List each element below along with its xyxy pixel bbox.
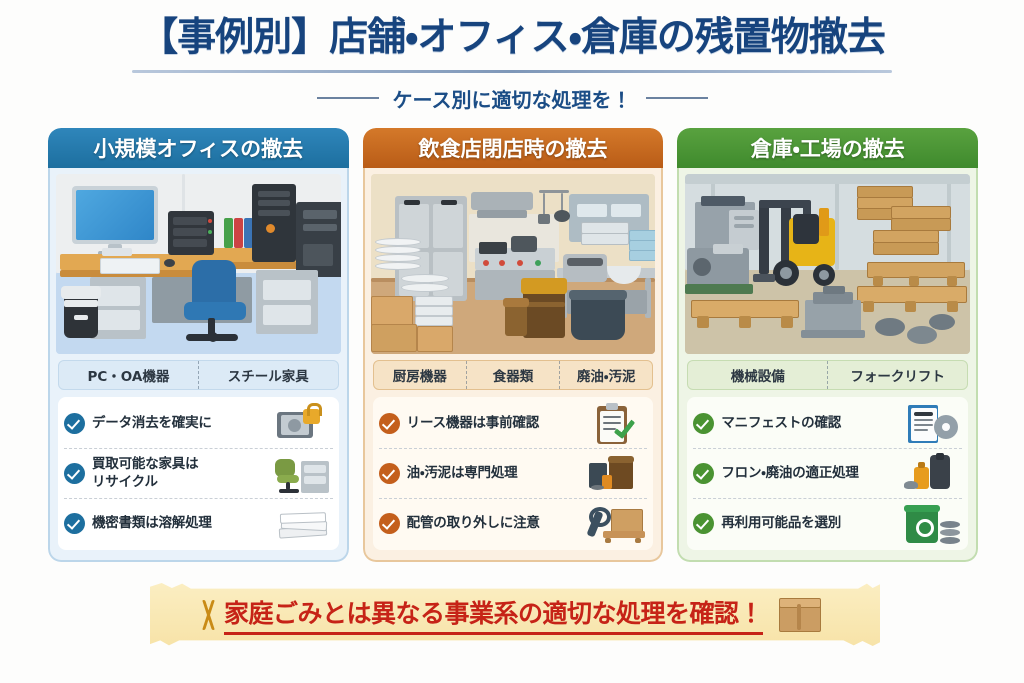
tag-item: スチール家具: [197, 361, 338, 389]
check-circle-icon: [378, 463, 400, 484]
check-circle-icon: [693, 413, 715, 434]
check-circle-icon: [693, 513, 715, 534]
check-label: データ消去を確実に: [92, 414, 212, 431]
check-item: フロン・廃油の適正処理: [693, 448, 963, 498]
tag-row-warehouse-factory: 機械設備 フォークリフト: [687, 360, 969, 390]
check-label: 配管の取り外しに注意: [406, 514, 540, 531]
cardboard-box-icon: [777, 596, 823, 634]
subtitle-line-right: [645, 97, 708, 100]
recycle-bin-icon: [904, 503, 962, 545]
tag-item: 厨房機器: [392, 369, 447, 385]
page-title: 【事例別】店舗・オフィス・倉庫の残置物撤去: [139, 15, 886, 60]
oil-bottles-icon: [904, 452, 962, 495]
check-circle-icon: [378, 513, 400, 534]
title-block: 【事例別】店舗・オフィス・倉庫の残置物撤去 ケース別に適切な処理を！: [0, 15, 1024, 113]
office-chair-cabinet-icon: [274, 453, 333, 495]
check-item: リース機器は事前確認: [378, 399, 648, 448]
checklist-warehouse-factory: マニフェストの確認: [687, 397, 969, 550]
panel-small-office: 小規模オフィスの撤去: [48, 128, 349, 562]
check-circle-icon: [64, 463, 85, 484]
check-label: 油・汚泥は専門処理: [406, 464, 518, 481]
checklist-small-office: データ消去を確実に 買取可能な家具は リサイクル: [58, 397, 339, 550]
check-item: マニフェストの確認: [693, 399, 962, 448]
check-label: リース機器は事前確認: [406, 414, 540, 431]
panel-header-small-office: 小規模オフィスの撤去: [48, 128, 349, 168]
banner-content: 家庭ごみとは異なる事業系の適切な処理を確認！: [202, 594, 823, 635]
tag-item: フォークリフト: [827, 361, 967, 389]
oil-drums-icon: [589, 453, 647, 495]
check-item: データ消去を確実に: [64, 399, 333, 448]
panel-heading-label: 飲食店閉店時の撤去: [418, 137, 608, 161]
check-circle-icon: [693, 463, 715, 484]
document-gear-icon: [904, 403, 962, 445]
tag-item: 廃油・汚泥: [559, 361, 652, 389]
illustration-warehouse: [685, 174, 971, 354]
subtitle-row: ケース別に適切な処理を！: [0, 84, 1024, 113]
check-item: 再利用可能品を選別: [693, 498, 963, 548]
panel-heading-label: 倉庫・工場の撤去: [750, 137, 905, 161]
tag-item: 機械設備: [730, 369, 785, 385]
title-divider: [132, 69, 892, 73]
subtitle-line-left: [316, 97, 379, 100]
check-label: フロン・廃油の適正処理: [721, 464, 859, 481]
panel-warehouse-factory: 倉庫・工場の撤去: [677, 128, 979, 562]
check-circle-icon: [378, 413, 400, 434]
panel-body-warehouse-factory: 機械設備 フォークリフト マニフェストの確認: [677, 168, 979, 562]
tag-row-small-office: PC・OA機器 スチール家具: [58, 360, 339, 390]
check-item: 油・汚泥は専門処理: [378, 448, 648, 498]
tag-item: 食器類: [465, 361, 559, 389]
page-subtitle: ケース別に適切な処理を！: [392, 87, 632, 112]
panel-body-restaurant-closing: 厨房機器 食器類 廃油・汚泥 リース機器は事前確認: [362, 168, 664, 562]
check-circle-icon: [64, 513, 85, 534]
paper-stack-icon: [275, 503, 333, 545]
panel-header-warehouse-factory: 倉庫・工場の撤去: [677, 128, 979, 168]
hard-disk-lock-icon: [275, 402, 333, 445]
check-label: 買取可能な家具は リサイクル: [92, 456, 199, 490]
tag-row-restaurant-closing: 厨房機器 食器類 廃油・汚泥: [372, 360, 654, 390]
illustration-kitchen: [370, 174, 656, 354]
panel-body-small-office: PC・OA機器 スチール家具 データ消去を確実に: [48, 168, 349, 562]
check-circle-icon: [64, 413, 85, 434]
panel-heading-label: 小規模オフィスの撤去: [93, 137, 304, 161]
check-label: マニフェストの確認: [721, 414, 842, 431]
panel-header-restaurant-closing: 飲食店閉店時の撤去: [362, 128, 664, 168]
clipboard-check-icon: [589, 402, 647, 445]
illustration-office: [56, 174, 341, 354]
panel-restaurant-closing: 飲食店閉店時の撤去: [362, 128, 664, 562]
check-label: 機密書類は溶解処理: [92, 514, 212, 531]
panel-group: 小規模オフィスの撤去: [48, 128, 979, 562]
banner-label: 家庭ごみとは異なる事業系の適切な処理を確認！: [223, 594, 764, 635]
tag-item: PC・OA機器: [87, 369, 170, 385]
check-item: 配管の取り外しに注意: [378, 498, 648, 548]
check-item: 買取可能な家具は リサイクル: [64, 448, 333, 498]
check-item: 機密書類は溶解処理: [64, 498, 333, 548]
wrench-crate-icon: [586, 503, 647, 545]
checklist-restaurant-closing: リース機器は事前確認 油・汚泥は専門処理: [372, 397, 654, 550]
check-label: 再利用可能品を選別: [721, 514, 842, 531]
bottom-banner: 家庭ごみとは異なる事業系の適切な処理を確認！: [150, 583, 880, 646]
